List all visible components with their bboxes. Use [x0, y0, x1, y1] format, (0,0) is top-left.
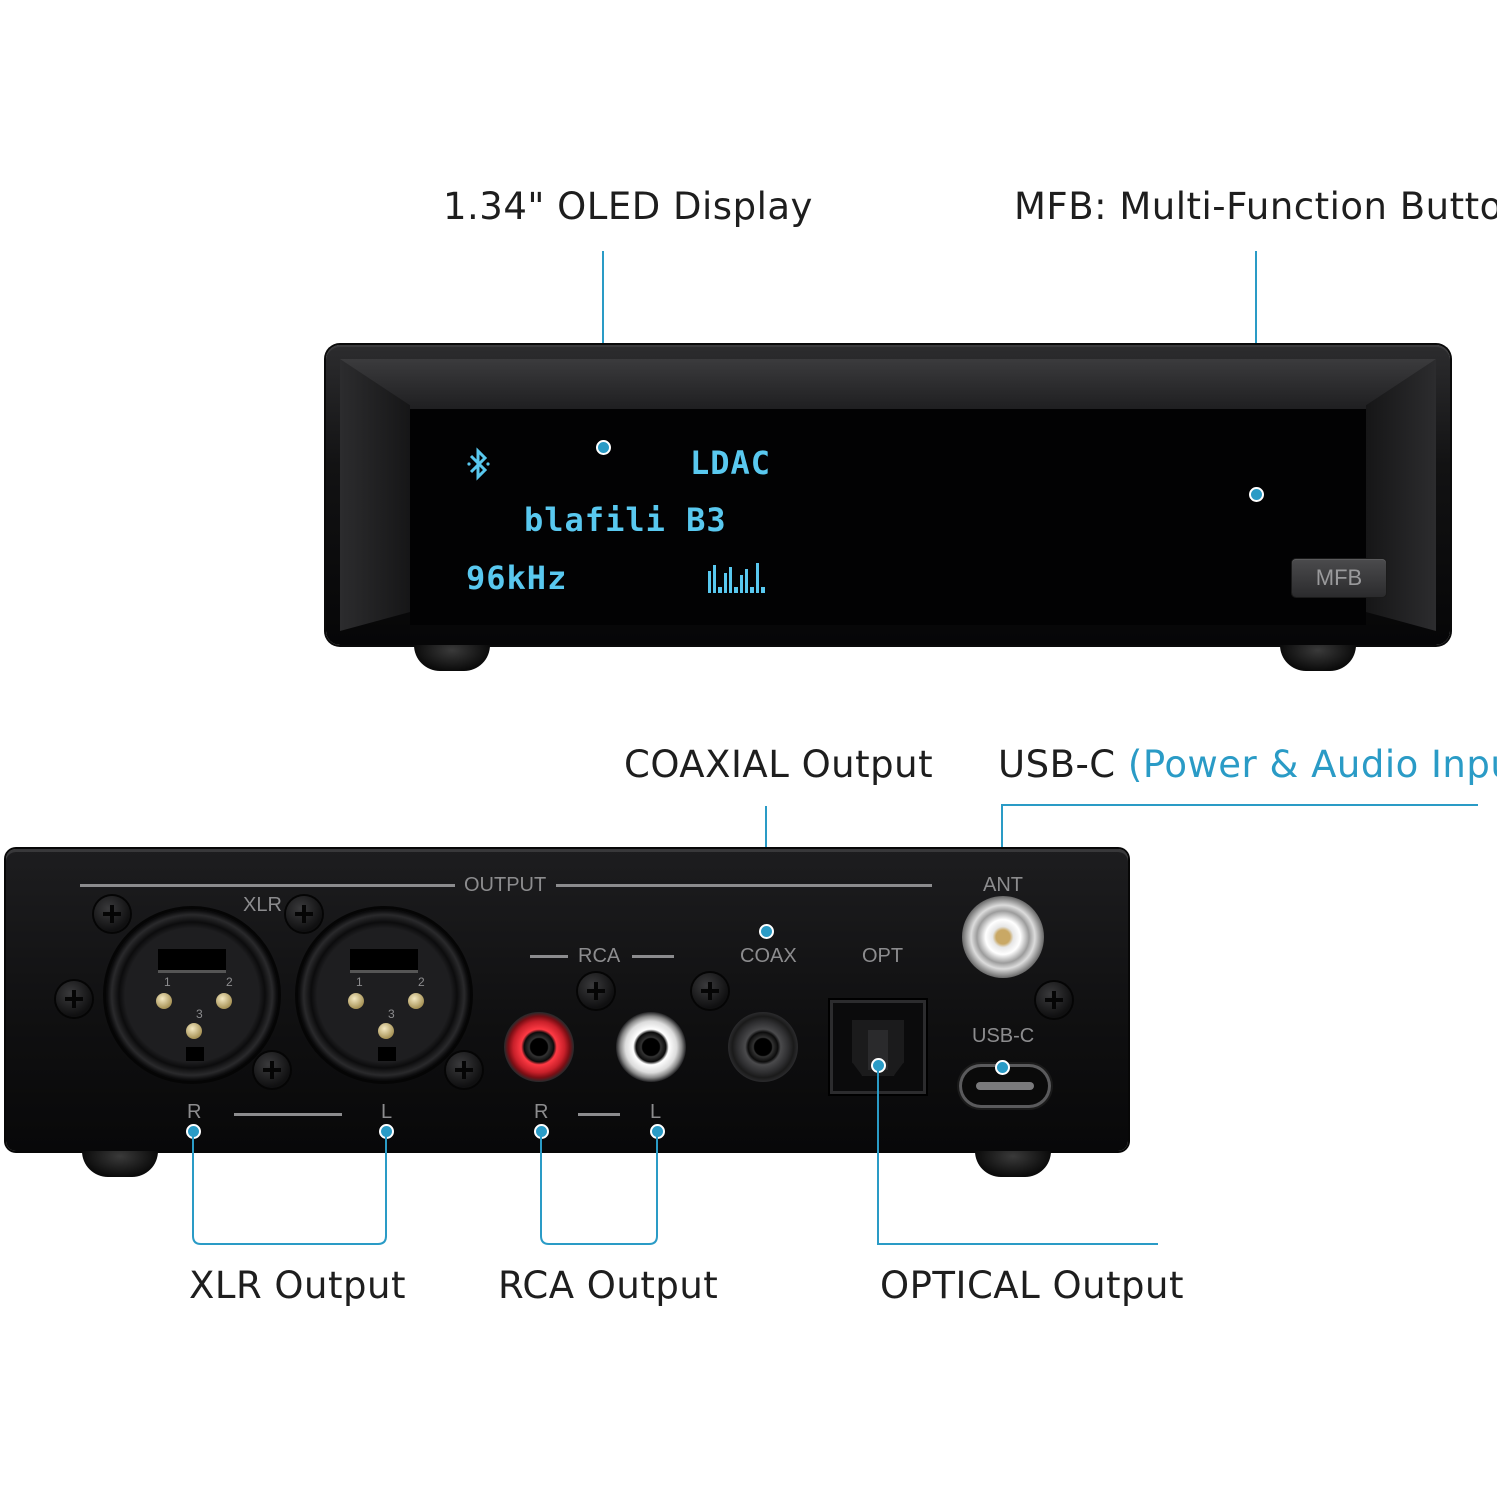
- antenna-connector[interactable]: [962, 896, 1044, 978]
- xlr-pin-1: [348, 993, 364, 1009]
- rear-panel: OUTPUT XLR RCA COAX OPT ANT USB-C 1 2 3 …: [6, 849, 1128, 1151]
- xlr-pin-3: [186, 1023, 202, 1039]
- mfb-callout-dot: [1249, 487, 1264, 502]
- xlr-pin-1-label: 1: [164, 975, 171, 989]
- oled-codec: LDAC: [690, 444, 772, 482]
- xlr-pin-2-label: 2: [226, 975, 233, 989]
- xlr-r-silk: R: [187, 1101, 202, 1123]
- xlr-latch: [158, 949, 226, 973]
- bluetooth-icon: [467, 447, 490, 481]
- screw-icon: [56, 981, 92, 1017]
- opt-silk: OPT: [862, 945, 904, 967]
- rear-foot-left: [82, 1151, 158, 1177]
- xlr-output-callout: XLR Output: [189, 1264, 406, 1307]
- oled-screen: LDAC blafili B3 96kHz MFB: [410, 409, 1386, 625]
- screw-icon: [446, 1052, 482, 1088]
- screw-icon: [94, 896, 130, 932]
- xlr-pin-2: [408, 993, 424, 1009]
- xlr-pin-3: [378, 1023, 394, 1039]
- oled-display-callout: 1.34" OLED Display: [443, 185, 813, 228]
- xlr-lr-line: [234, 1113, 342, 1116]
- xlr-pin-1: [156, 993, 172, 1009]
- rca-bracket: [540, 1130, 658, 1245]
- usbc-callout-accent: (Power & Audio Input): [1127, 743, 1497, 786]
- xlr-silk: XLR: [243, 894, 282, 916]
- front-bezel-left: [340, 359, 410, 631]
- screw-icon: [286, 896, 322, 932]
- coax-jack[interactable]: [728, 1012, 798, 1082]
- rca-r-silk: R: [534, 1101, 549, 1123]
- coaxial-callout-dot: [759, 924, 774, 939]
- coax-silk: COAX: [740, 945, 797, 967]
- usbc-callout: USB-C (Power & Audio Input): [998, 743, 1497, 786]
- output-line-right: [556, 884, 932, 887]
- xlr-key: [186, 1047, 204, 1061]
- rear-foot-right: [975, 1151, 1051, 1177]
- xlr-pin-2: [216, 993, 232, 1009]
- rca-line-right: [632, 955, 674, 958]
- xlr-left-connector[interactable]: 1 2 3: [298, 909, 470, 1081]
- xlr-pin-1-label: 1: [356, 975, 363, 989]
- xlr-pin-2-label: 2: [418, 975, 425, 989]
- oled-sample-rate: 96kHz: [466, 559, 568, 597]
- front-panel: LDAC blafili B3 96kHz MFB: [326, 345, 1450, 645]
- usbc-silk: USB-C: [972, 1025, 1035, 1047]
- output-silk: OUTPUT: [464, 874, 547, 896]
- screw-icon: [254, 1052, 290, 1088]
- front-foot-left: [414, 645, 490, 671]
- mfb-callout: MFB: Multi-Function Button: [1014, 185, 1497, 228]
- level-meter-icon: [708, 563, 765, 593]
- output-line-left: [80, 884, 455, 887]
- mfb-button[interactable]: MFB: [1292, 559, 1386, 597]
- screw-icon: [1036, 982, 1072, 1018]
- rca-lr-line: [578, 1113, 620, 1116]
- usb-c-tongue: [976, 1082, 1034, 1090]
- rca-left-jack[interactable]: [616, 1012, 686, 1082]
- rca-l-silk: L: [650, 1101, 662, 1123]
- xlr-pin-3-label: 3: [388, 1007, 395, 1021]
- coaxial-output-callout: COAXIAL Output: [624, 743, 934, 786]
- oled-device-name: blafili B3: [524, 501, 727, 539]
- screw-icon: [692, 973, 728, 1009]
- xlr-key: [378, 1047, 396, 1061]
- usbc-callout-hline: [1001, 804, 1478, 806]
- xlr-latch: [350, 949, 418, 973]
- coax-hole: [748, 1032, 778, 1062]
- ant-silk: ANT: [983, 874, 1023, 896]
- xlr-bracket: [192, 1130, 387, 1245]
- front-bezel-top: [340, 359, 1436, 409]
- front-foot-right: [1280, 645, 1356, 671]
- usbc-callout-dot: [995, 1060, 1010, 1075]
- optical-output-callout: OPTICAL Output: [880, 1264, 1184, 1307]
- xlr-right-connector[interactable]: 1 2 3: [106, 909, 278, 1081]
- oled-callout-dot: [596, 440, 611, 455]
- rca-right-hole: [524, 1032, 554, 1062]
- xlr-l-silk: L: [381, 1101, 393, 1123]
- rca-left-hole: [636, 1032, 666, 1062]
- rca-right-jack[interactable]: [504, 1012, 574, 1082]
- screw-icon: [578, 973, 614, 1009]
- usbc-callout-prefix: USB-C: [998, 743, 1116, 786]
- rca-line-left: [530, 955, 568, 958]
- rca-silk: RCA: [578, 945, 621, 967]
- optical-leader: [877, 1064, 1158, 1245]
- xlr-pin-3-label: 3: [196, 1007, 203, 1021]
- rca-output-callout: RCA Output: [498, 1264, 719, 1307]
